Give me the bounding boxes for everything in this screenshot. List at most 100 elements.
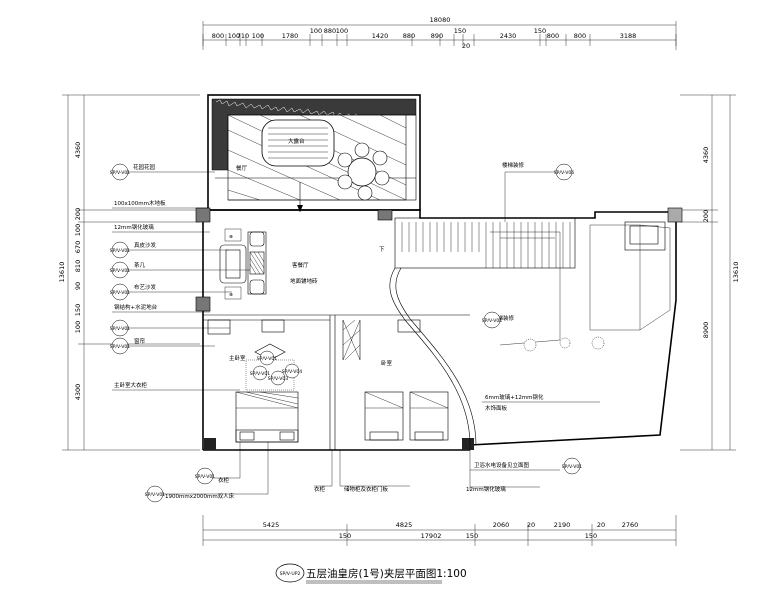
- dim-left-seg: 100: [74, 321, 82, 333]
- round-dining-table: [337, 142, 390, 201]
- dim-top-seg: 800: [574, 32, 586, 40]
- plug-icon: ⊕: [229, 293, 233, 298]
- dim-bottom-secondary: 17902: [421, 532, 442, 540]
- down-mark: 下: [379, 246, 385, 253]
- callout-text: 茶几: [134, 261, 146, 269]
- dim-top-secondary: 20: [462, 42, 470, 50]
- dim-left-seg: 90: [74, 282, 82, 290]
- callout-text: 木饰面板: [485, 404, 508, 412]
- dim-top-seg: 100: [336, 27, 348, 35]
- dim-left-seg: 810: [74, 260, 82, 272]
- dim-top-seg: 1780: [282, 32, 299, 40]
- dim-top-seg: 880: [324, 27, 336, 35]
- dim-bottom-seg: 4825: [396, 521, 413, 529]
- callout-text: 1900mmx2000mm双人床: [165, 492, 235, 500]
- balcony-area: 大露台 餐厅: [207, 94, 421, 212]
- callout-text: 100x100mm木地板: [114, 199, 166, 207]
- callout-text: 储物柜及衣柜门板: [344, 485, 389, 493]
- callout-tag-text: SP/V-V01: [110, 326, 131, 332]
- left-callouts: SP/V-V01 花园花园 100x100mm木地板 12mm钢化玻璃 SP/V…: [110, 163, 250, 391]
- dim-left-seg: 100: [74, 224, 82, 236]
- section-tag-text: SP/V-V01: [250, 371, 271, 377]
- callout-text: 布艺沙发: [134, 283, 157, 291]
- callout-tag-text: SP/V-V01: [110, 268, 131, 274]
- title-tag: SP/V-UP2: [280, 571, 301, 577]
- callout-tag-text: SP/V-V01: [562, 464, 583, 470]
- living-furniture: 客餐厅 地面铺地砖 下: [219, 231, 385, 295]
- right-notes: SP/V-V06 楼梯装修 SP/V-V01 6mm玻璃+12mm钢化 木饰面板…: [466, 161, 600, 493]
- dim-bottom-seg: 2060: [493, 521, 510, 529]
- callout-text: 衣柜: [218, 476, 230, 484]
- section-tag-text: SP/V-V03: [268, 376, 289, 382]
- dim-bottom-seg: 2190: [554, 521, 571, 529]
- dim-top-seg: 890: [431, 32, 443, 40]
- callout-tag-text: SP/V-V01: [110, 290, 131, 296]
- callout-text: 窗帘: [134, 337, 146, 345]
- callout-tag-text: SP/V-V01: [195, 474, 216, 480]
- room-label-bedroom: 卧室: [381, 359, 393, 367]
- internal-tags: SP/V-V01 SP/V-V01 SP/V-V03 SP/V-V04: [250, 350, 303, 386]
- dim-bottom-seg: 5425: [263, 521, 280, 529]
- dim-top-seg: 3188: [620, 32, 637, 40]
- dim-right-seg: 8900: [702, 322, 710, 339]
- stair-note: 楼梯装修: [492, 314, 515, 322]
- callout-text: 真皮沙发: [134, 241, 157, 249]
- callout-text: 12mm钢化玻璃: [466, 485, 506, 493]
- dim-bottom-secondary: 150: [585, 532, 597, 540]
- room-label-living-sub: 地面铺地砖: [290, 277, 318, 285]
- dim-top-total: 18080: [430, 16, 451, 24]
- dim-left-seg: 670: [74, 241, 82, 253]
- plug-icon: ⊕: [229, 235, 233, 240]
- callout-tag-text: SP/V-V01: [110, 248, 131, 254]
- bedrooms: 主卧室 卧室: [207, 319, 449, 443]
- bottom-callouts: SP/V-V01 衣柜 SP/V-V01 1900mmx2000mm双人床 衣柜…: [145, 442, 410, 503]
- left-dimension-lines: 13610 4360 200 100 670 810 90 150 100 43…: [58, 94, 200, 451]
- dim-right-seg: 4360: [702, 147, 710, 164]
- dim-top-seg: 100: [310, 27, 322, 35]
- top-dimension-lines: 18080 800 100 710 100 1780 100 880 100 1…: [202, 16, 677, 50]
- garden-pool: [261, 119, 335, 167]
- dim-bottom-seg: 20: [597, 521, 605, 529]
- drawing-title: 五层油皇房(1号)夹层平面图1:100: [306, 567, 467, 580]
- dim-left-seg: 150: [74, 304, 82, 316]
- title-block: SP/V-UP2 五层油皇房(1号)夹层平面图1:100: [275, 563, 467, 584]
- callout-text: 钢结构+水泥地台: [114, 303, 158, 311]
- room-label-balcony: 大露台: [288, 137, 305, 145]
- dim-left-seg: 4300: [74, 384, 82, 401]
- callout-text: 主卧室大衣柜: [114, 381, 148, 389]
- staircase: 楼梯装修: [389, 217, 671, 446]
- dim-top-seg: 100: [252, 32, 264, 40]
- callout-tag-text: SP/V-V01: [110, 344, 131, 350]
- section-tag-text: SP/V-V04: [282, 369, 303, 375]
- dim-bottom-seg: 2760: [622, 521, 639, 529]
- callout-text: 衣柜: [314, 485, 326, 493]
- callout-tag-text: SP/V-V01: [482, 318, 503, 324]
- dim-bottom-seg: 20: [527, 521, 535, 529]
- dim-bottom-secondary: 150: [466, 532, 478, 540]
- dim-right-seg: 200: [702, 210, 710, 222]
- dim-left-seg: 4360: [74, 142, 82, 159]
- callout-text: 卫浴水电设备见立面图: [474, 461, 530, 469]
- callout-text: 6mm玻璃+12mm钢化: [485, 393, 544, 401]
- callout-tag-text: SP/V-V01: [110, 170, 131, 176]
- room-label-dining: 餐厅: [236, 164, 248, 172]
- callout-text: 12mm钢化玻璃: [114, 223, 154, 231]
- dim-bottom-secondary: 150: [339, 532, 351, 540]
- dim-top-seg: 150: [534, 27, 546, 35]
- callout-text: 花园花园: [133, 163, 156, 171]
- dim-top-seg: 710: [237, 32, 249, 40]
- room-label-master-bedroom: 主卧室: [229, 354, 246, 362]
- section-tag-text: SP/V-V01: [257, 356, 278, 362]
- dim-top-seg: 2430: [500, 32, 517, 40]
- dim-top-seg: 1420: [372, 32, 389, 40]
- dim-top-seg: 150: [454, 27, 466, 35]
- room-label-living: 客餐厅: [292, 261, 309, 269]
- stair-posts: [523, 336, 605, 352]
- dim-top-seg: 800: [212, 32, 224, 40]
- callout-text: 楼梯装修: [502, 161, 525, 169]
- dim-left-seg: 200: [74, 208, 82, 220]
- callout-tag-text: SP/V-V01: [145, 492, 166, 498]
- dim-left-total: 13610: [58, 262, 66, 283]
- dim-top-seg: 100: [228, 32, 240, 40]
